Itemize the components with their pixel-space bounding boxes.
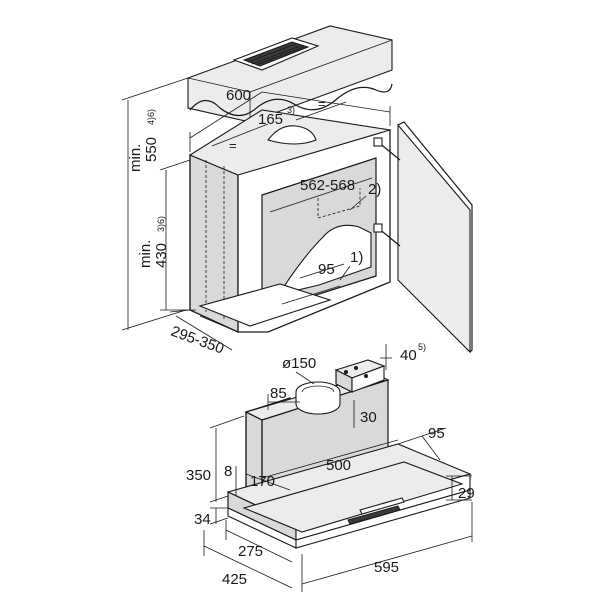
dim-85: 85 (267, 385, 300, 410)
label-595: 595 (374, 559, 399, 576)
dim-350: 350 (186, 415, 245, 503)
label-40: 40 (400, 347, 417, 364)
note-2: 2) (368, 181, 381, 198)
label-295-350: 295-350 (169, 323, 227, 358)
dim-inner-width: 562-568 (269, 177, 373, 213)
label-165-note: 3) (287, 105, 295, 115)
dim-cabinet-width: 600 (189, 87, 391, 152)
vent-grille-icon (232, 37, 320, 71)
duct-collar-icon (295, 381, 341, 415)
dim-cutout-95: 95 (299, 261, 345, 279)
svg-text:=: = (318, 96, 326, 111)
dim-34: 34 (194, 507, 229, 528)
dim-min-430: min. 430 3)6) (137, 159, 196, 311)
dim-8: 8 (224, 463, 237, 496)
dim-cutout-offset: 165 3) = = (211, 96, 347, 153)
label-min-430-b: 430 (153, 243, 170, 268)
hinge-icon (373, 137, 401, 247)
dim-min-550: min. 550 4)6) (121, 77, 189, 330)
label-170: 170 (250, 473, 275, 490)
dim-275: 275 (225, 520, 293, 563)
cabinet-drawing: 600 165 3) = = min. 550 4)6) min. 430 3)… (121, 25, 473, 358)
dim-500: 500 (261, 439, 399, 479)
label-min-430-a: min. (137, 240, 154, 268)
note-1: 1) (350, 249, 363, 266)
label-34: 34 (194, 511, 211, 528)
dim-425: 425 (203, 530, 293, 589)
top-duct-cutout (267, 125, 317, 145)
label-8: 8 (224, 463, 232, 480)
label-562-568: 562-568 (300, 177, 355, 194)
label-350: 350 (186, 467, 211, 484)
dim-170: 170 (245, 473, 291, 491)
label-500: 500 (326, 457, 351, 474)
ceiling-slab (187, 25, 393, 123)
label-min-550-b: 550 (143, 137, 160, 162)
label-min-550-a: min. (127, 144, 144, 172)
label-165: 165 (258, 111, 283, 128)
dim-40: 40 5) (380, 342, 426, 370)
label-40-note: 5) (418, 342, 426, 352)
label-95-cabinet: 95 (318, 261, 335, 278)
label-dia-150: ø150 (282, 355, 316, 372)
hood-front-trim (242, 461, 464, 533)
hood-drawing: ø150 40 5) 85 30 95 500 (186, 342, 475, 592)
label-85: 85 (270, 385, 287, 402)
dim-95-hood: 95 (397, 425, 447, 461)
label-min-430-note: 3)6) (156, 216, 166, 232)
label-275: 275 (238, 543, 263, 560)
label-min-550-note: 4)6) (146, 109, 156, 125)
label-95-hood: 95 (428, 425, 445, 442)
label-425: 425 (222, 571, 247, 588)
dim-595: 595 (301, 502, 473, 592)
connection-box-icon (334, 359, 386, 393)
label-600: 600 (226, 87, 251, 104)
dim-29: 29 (446, 475, 475, 502)
svg-text:=: = (229, 138, 237, 153)
dim-30: 30 (353, 400, 377, 428)
label-30: 30 (360, 409, 377, 426)
label-29: 29 (458, 485, 475, 502)
